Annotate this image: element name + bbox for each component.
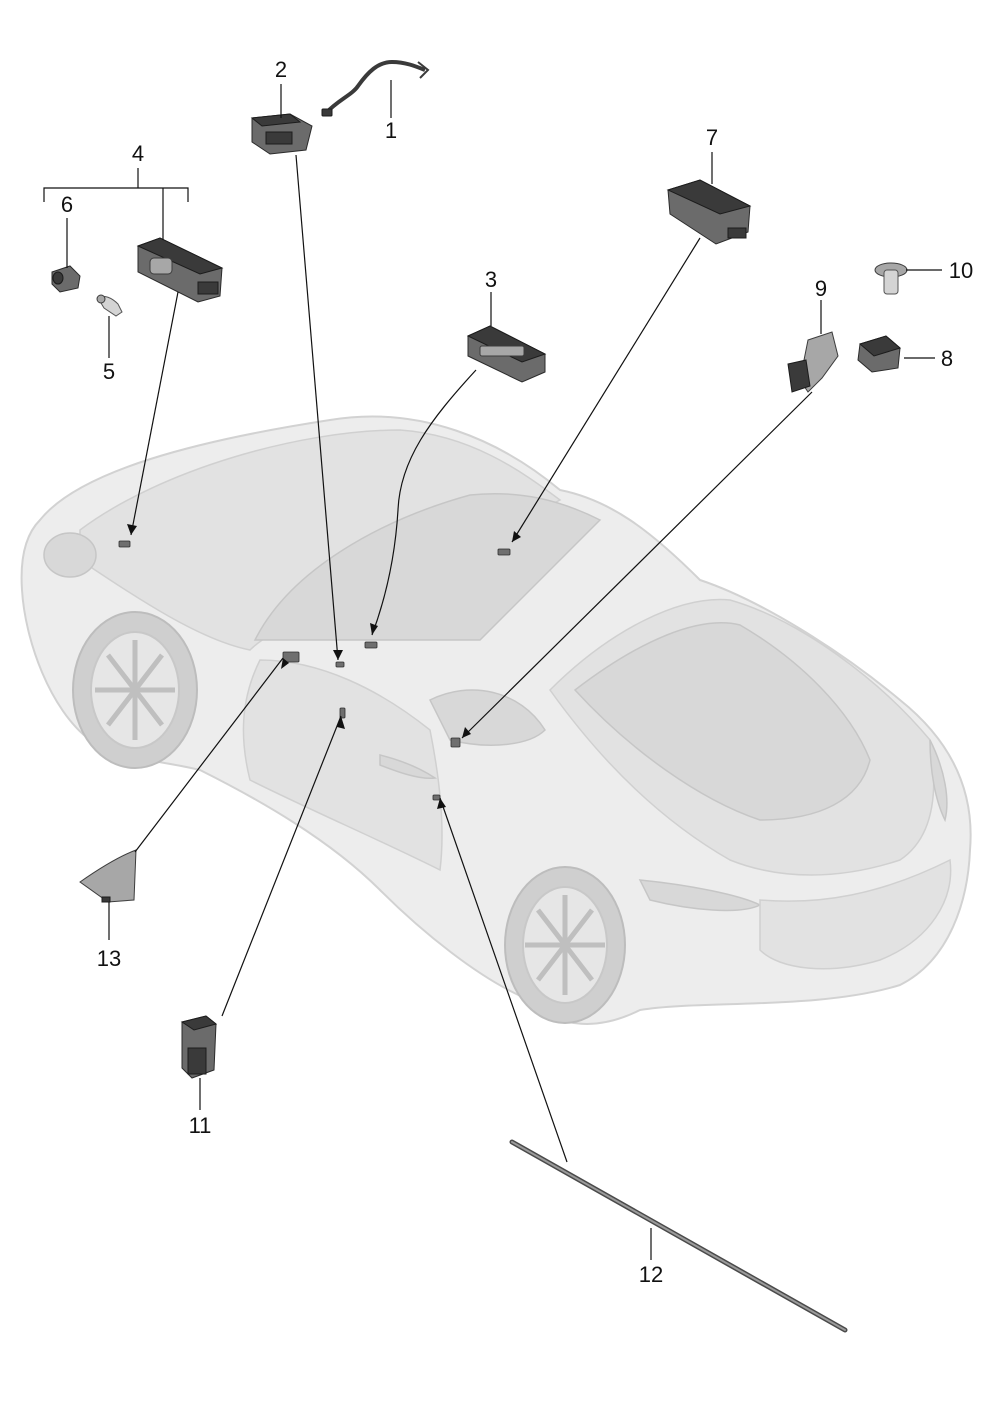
car-mark-12 bbox=[432, 794, 441, 801]
part-5-bulb bbox=[96, 294, 123, 317]
part-4-housing bbox=[136, 237, 224, 303]
car-mark-3 bbox=[364, 641, 378, 649]
part-2-module bbox=[250, 113, 313, 155]
car-door bbox=[242, 659, 443, 872]
car-front-bumper bbox=[759, 858, 952, 970]
part-9-bracket bbox=[787, 331, 839, 393]
car-side-window bbox=[428, 689, 546, 746]
car-mark-13 bbox=[282, 651, 300, 663]
callout-10: 10 bbox=[949, 258, 973, 283]
callout-3: 3 bbox=[485, 267, 497, 292]
part-8-block bbox=[857, 335, 902, 373]
car-windshield bbox=[253, 492, 602, 641]
part-11-sensor bbox=[180, 1015, 218, 1079]
part-12-rod bbox=[509, 1139, 848, 1333]
callout-9: 9 bbox=[815, 276, 827, 301]
car-mark-9 bbox=[450, 737, 461, 748]
callout-6: 6 bbox=[61, 192, 73, 217]
car-illustration bbox=[20, 415, 972, 1025]
car-front-wheel bbox=[504, 866, 626, 1024]
part-13-trim bbox=[79, 849, 137, 903]
part-10-clip bbox=[874, 262, 908, 295]
leader-lines bbox=[43, 80, 942, 1260]
car-door-handle bbox=[379, 754, 438, 780]
part-6-socket bbox=[51, 265, 81, 293]
part-7-unit bbox=[666, 179, 752, 245]
car-rear-wheel bbox=[72, 611, 198, 769]
callout-labels: 1 2 3 4 5 6 7 8 9 10 11 12 13 bbox=[61, 57, 973, 1287]
callout-12: 12 bbox=[639, 1262, 663, 1287]
callout-11: 11 bbox=[189, 1113, 212, 1138]
part-1-cable bbox=[321, 59, 430, 117]
car-mark-2 bbox=[335, 661, 345, 668]
callout-13: 13 bbox=[97, 946, 121, 971]
car-front-light-right bbox=[929, 739, 948, 823]
car-mark-4 bbox=[118, 540, 131, 548]
arrow-heads bbox=[127, 524, 521, 809]
callout-7: 7 bbox=[706, 125, 718, 150]
car-rear-light bbox=[43, 532, 97, 578]
callout-2: 2 bbox=[275, 57, 287, 82]
part-3-light bbox=[466, 325, 547, 383]
car-mark-11 bbox=[339, 707, 346, 719]
car-hood-panel bbox=[573, 622, 871, 821]
callout-5: 5 bbox=[103, 359, 115, 384]
callout-4: 4 bbox=[132, 141, 144, 166]
callout-8: 8 bbox=[941, 346, 953, 371]
car-mark-7 bbox=[497, 548, 511, 556]
callout-1: 1 bbox=[385, 118, 397, 143]
